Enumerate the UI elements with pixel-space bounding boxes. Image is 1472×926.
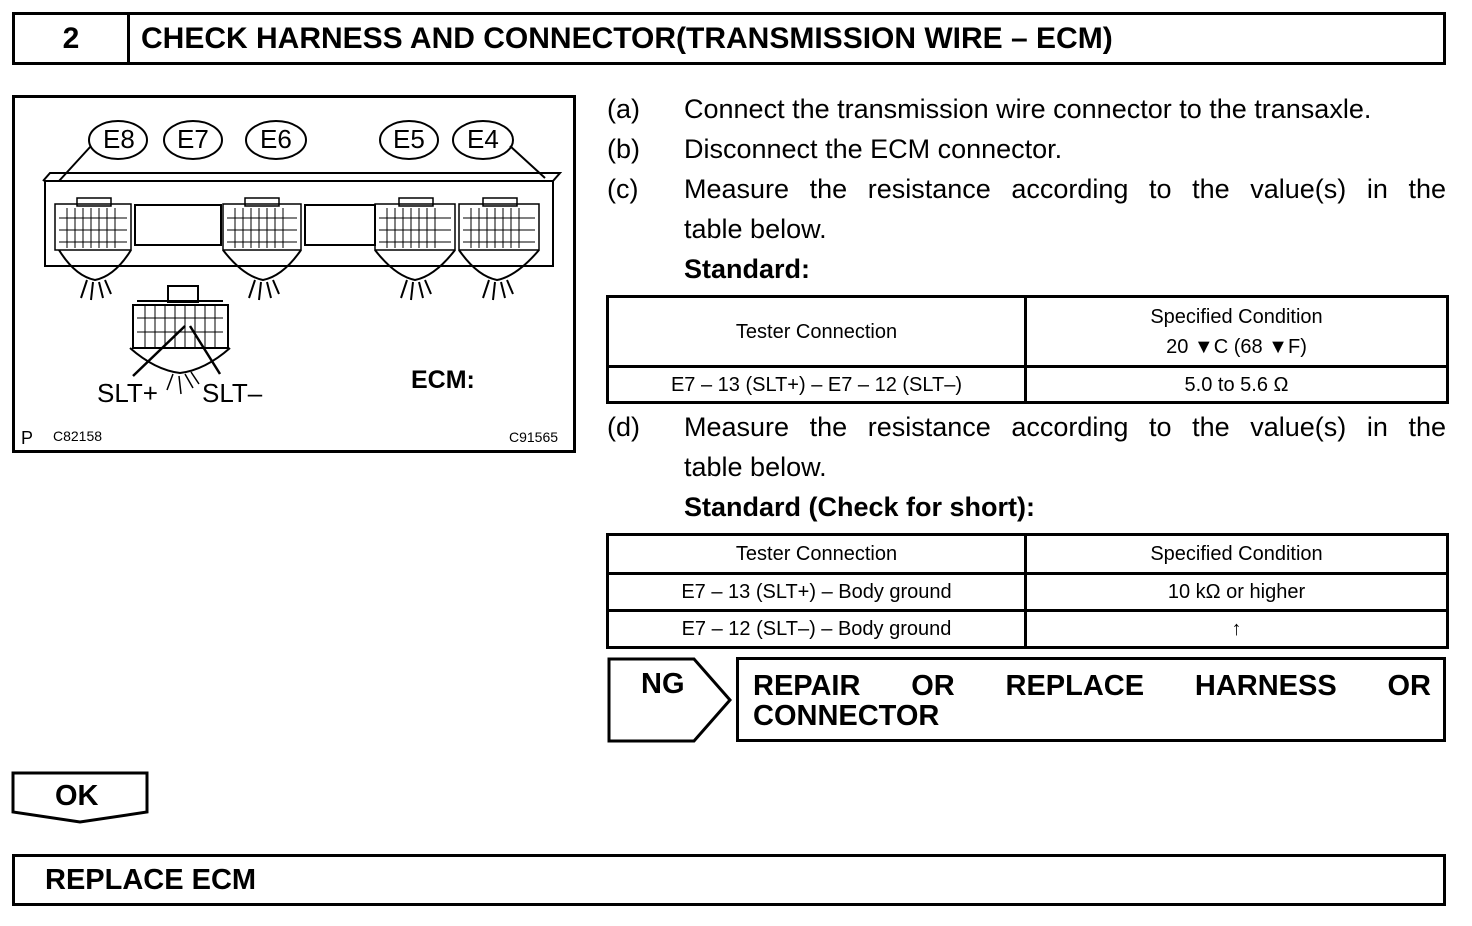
ok-label: OK [55,780,99,812]
table1-header-connection: Tester Connection [606,295,1027,368]
ng-label: NG [641,668,685,700]
short-check-spec-table: Tester Connection Specified Condition E7… [606,533,1449,649]
connector-label-e7: E7 [177,124,209,154]
figure-code-right: C91565 [509,429,559,445]
connector-label-e6: E6 [260,124,292,154]
table1-header-condition: Specified Condition 20 ▼C (68 ▼F) [1024,295,1449,368]
step-d-text-cont: table below. [684,452,827,482]
table2-row1-condition: 10 kΩ or higher [1024,572,1449,612]
ng-action-word: OR [1387,670,1432,702]
step-d-text: Measure the resistance according to the … [684,412,1446,442]
step-c-text: Measure the resistance according to the … [684,174,1446,204]
ecm-label: ECM: [411,366,475,394]
step-b-text: Disconnect the ECM connector. [684,134,1063,164]
table1-row1-condition: 5.0 to 5.6 Ω [1024,365,1449,404]
connector-label-e5: E5 [393,124,425,154]
table1-header-condition-temp: 20 ▼C (68 ▼F) [1166,335,1307,358]
step-header: 2 CHECK HARNESS AND CONNECTOR(TRANSMISSI… [12,12,1446,65]
ng-action-line1: REPAIR OR REPLACE HARNESS OR [753,670,1431,703]
table1-header-condition-title: Specified Condition [1150,305,1323,328]
ng-action-word: OR [911,670,955,702]
pin-label-slt-minus: SLT– [202,378,263,408]
table2-row1-connection: E7 – 13 (SLT+) – Body ground [606,572,1027,612]
standard-heading: Standard: [684,254,811,284]
step-a-letter: (a) [607,94,640,124]
figure-code-left: C82158 [53,428,103,444]
pin-label-slt-plus: SLT+ [97,378,158,408]
table2-header-connection: Tester Connection [606,533,1027,575]
table1-row1-connection: E7 – 13 (SLT+) – E7 – 12 (SLT–) [606,365,1027,404]
step-b-letter: (b) [607,134,640,164]
resistance-spec-table: Tester Connection Specified Condition 20… [606,295,1449,404]
final-action-box: REPLACE ECM [12,854,1446,906]
step-c-letter: (c) [607,174,639,204]
step-title: CHECK HARNESS AND CONNECTOR(TRANSMISSION… [141,21,1113,55]
step-d-letter: (d) [607,412,640,442]
ng-action-word: HARNESS [1194,670,1337,702]
step-c-text-cont: table below. [684,214,827,244]
connector-label-e4: E4 [467,124,499,154]
ecm-connector-figure: E8 E7 E6 E5 E4 SLT+ SLT– ECM: P C82158 C… [12,95,576,453]
figure-p-label: P [21,428,34,448]
step-number: 2 [15,15,130,62]
table2-header-condition: Specified Condition [1024,533,1449,575]
standard-short-heading: Standard (Check for short): [684,492,1036,522]
connector-label-e8: E8 [103,124,135,154]
ng-action-word: REPAIR [753,670,861,702]
ok-arrow [11,771,149,824]
final-action-text: REPLACE ECM [45,863,257,896]
ng-action-box: REPAIR OR REPLACE HARNESS OR CONNECTOR [736,657,1446,742]
ng-action-line2: CONNECTOR [753,700,940,732]
step-a-text: Connect the transmission wire connector … [684,94,1372,124]
ng-action-word: REPLACE [1005,670,1145,702]
table2-row2-condition: ↑ [1024,609,1449,649]
table2-row2-connection: E7 – 12 (SLT–) – Body ground [606,609,1027,649]
ng-arrow [607,657,732,743]
ecm-connector-drawing [42,120,563,395]
